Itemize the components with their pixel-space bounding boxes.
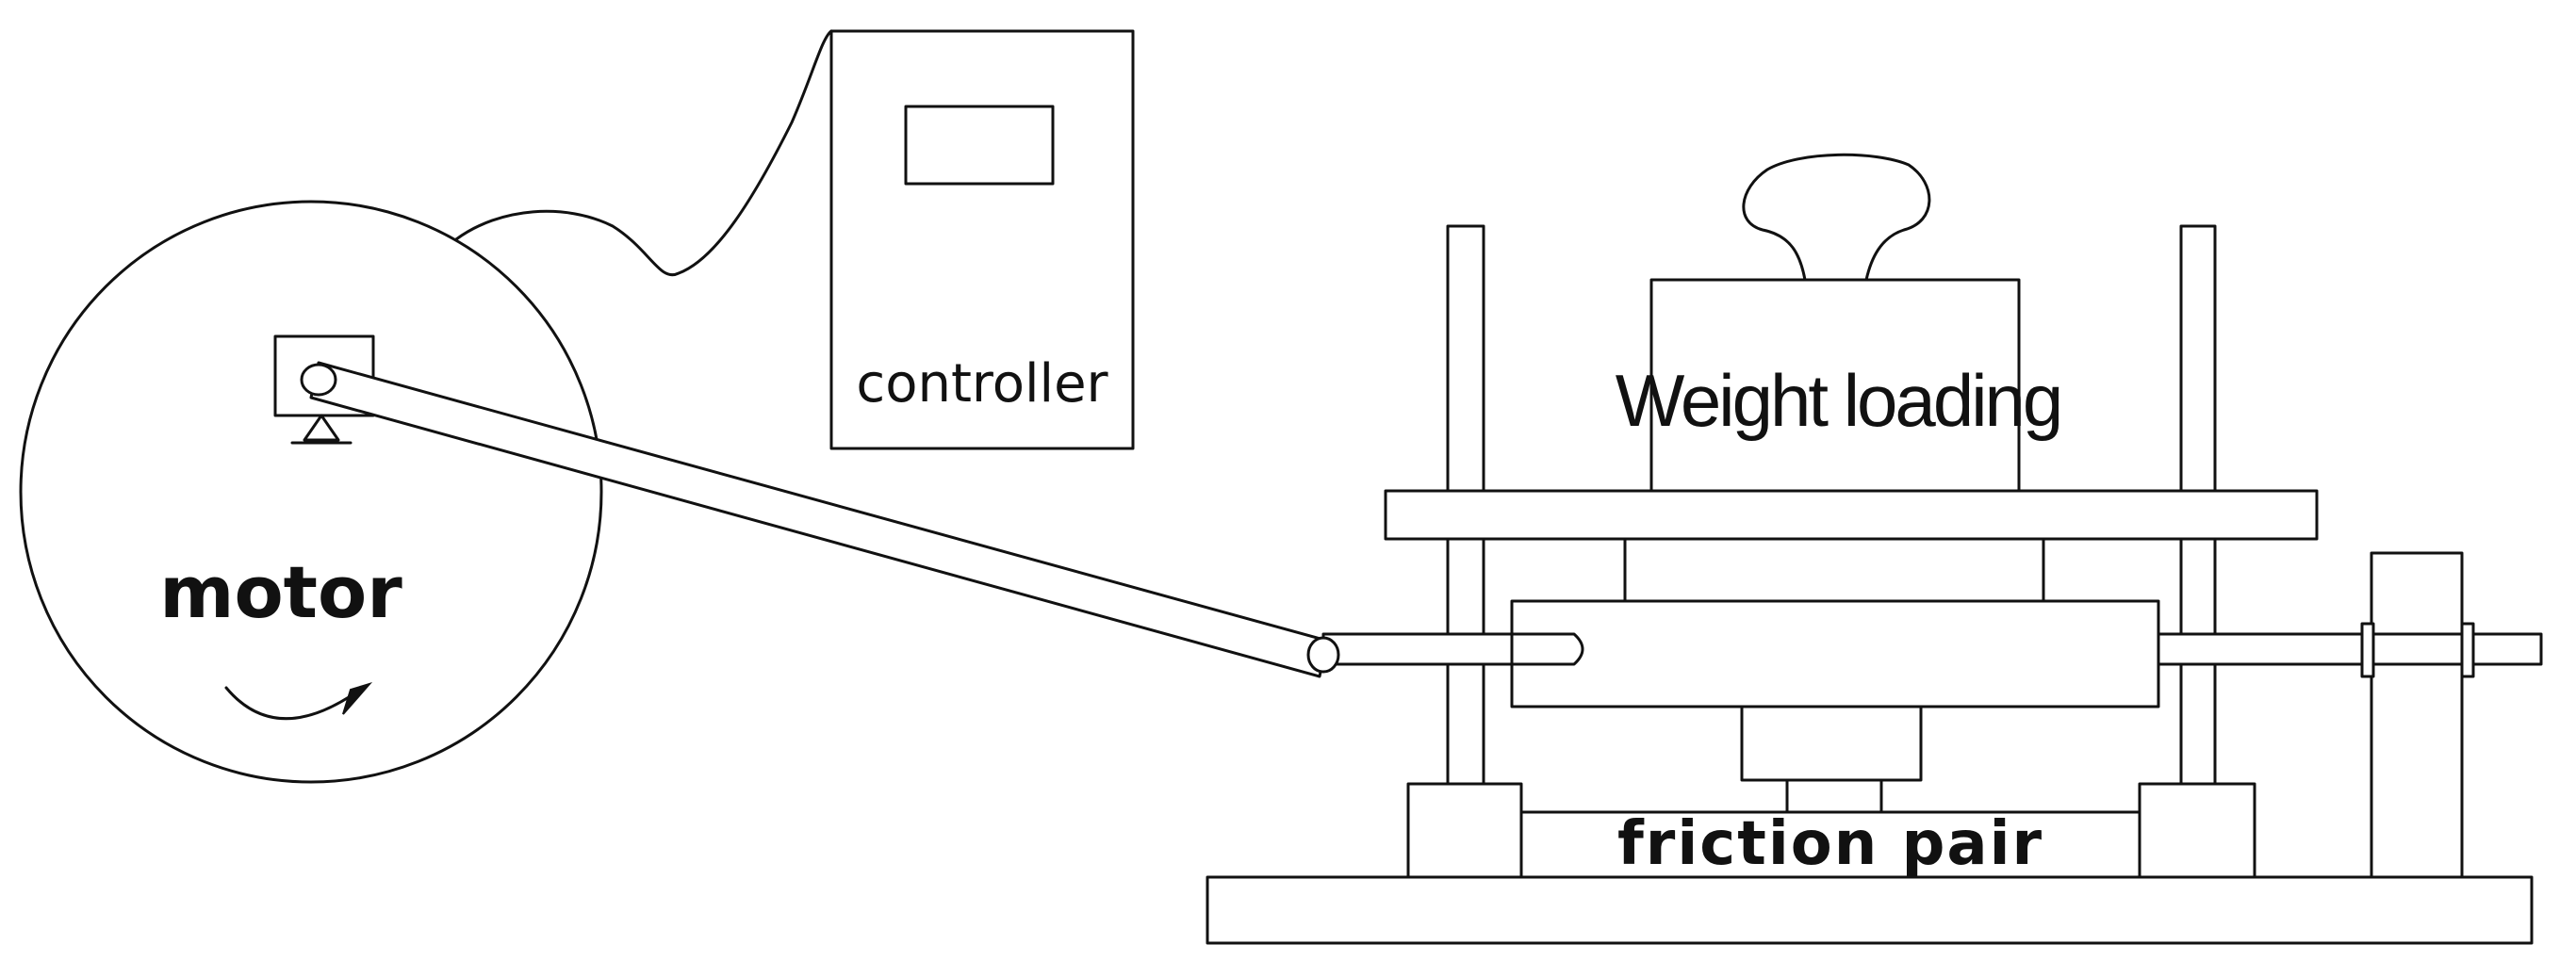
controller-label: controller: [856, 353, 1108, 415]
base-plate: [1206, 875, 2534, 945]
top-crossbar-plate: [1384, 489, 2319, 541]
lower-pad-stem: [1785, 778, 1883, 814]
upper-spacer-block: [1623, 537, 2045, 603]
shaft-collar-left: [2360, 622, 2375, 678]
friction-pair-plate: [1519, 810, 2141, 879]
shaft-support-post: [2370, 551, 2464, 879]
motor-label: motor: [159, 550, 402, 634]
left-pillar-foot: [1406, 782, 1523, 879]
weight-loading-block: [1649, 278, 2021, 493]
right-pillar-foot: [2138, 782, 2256, 879]
motor-disc: [19, 200, 603, 784]
weight-loading-label: Weight loading: [1616, 359, 2061, 442]
controller-cable: [454, 29, 833, 277]
weight-knob: [1742, 153, 1931, 282]
crank-pin: [300, 363, 337, 397]
shaft-collar-right: [2460, 622, 2475, 678]
lower-pad-holder: [1740, 705, 1923, 782]
rod-end-joint: [1306, 636, 1340, 674]
controller-box: [829, 29, 1135, 450]
friction-pair-label: friction pair: [1617, 809, 2043, 879]
sliding-block: [1510, 599, 2160, 708]
rotation-arrow-icon: [224, 682, 373, 721]
sliding-block-shaft-end: [1510, 632, 1584, 666]
controller-display: [904, 105, 1055, 186]
